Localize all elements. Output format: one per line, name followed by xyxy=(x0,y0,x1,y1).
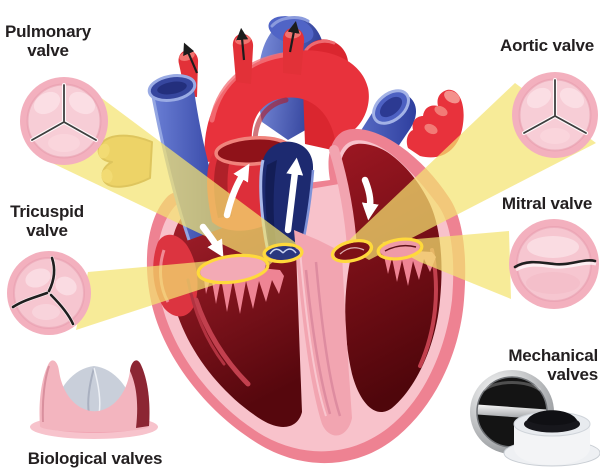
mitral-valve-callout-icon xyxy=(509,219,599,309)
outflow-arrow-icon xyxy=(183,42,199,74)
mechanical-valve-icon xyxy=(470,370,600,467)
tricuspid-valve-marker xyxy=(196,253,270,285)
outflow-arrow-icon xyxy=(236,27,249,61)
tricuspid-valve-callout-icon xyxy=(7,251,91,335)
pulmonary-veins xyxy=(406,89,464,158)
pulmonary-valve-callout-icon xyxy=(20,77,108,165)
label-mechanical-valves: Mechanical valves xyxy=(508,346,598,385)
beam-pulmonary xyxy=(50,82,296,266)
label-biological-valves: Biological valves xyxy=(27,449,163,468)
blood-flow-arrow-icon xyxy=(223,163,250,219)
label-aortic-valve: Aortic valve xyxy=(500,36,594,55)
mitral-valve-marker xyxy=(376,237,424,261)
label-tricuspid-valve: Tricuspid valve xyxy=(10,202,84,241)
aortic-valve-marker xyxy=(330,238,374,264)
blood-flow-arrow-icon xyxy=(361,176,379,221)
blood-flow-arrow-icon xyxy=(284,157,304,234)
flow-arrows xyxy=(183,20,379,258)
biological-valve-icon xyxy=(30,360,158,439)
outflow-arrow-icon xyxy=(287,20,300,53)
label-mitral-valve: Mitral valve xyxy=(501,194,593,213)
blood-flow-arrow-icon xyxy=(199,223,224,258)
pulmonary-valve-marker xyxy=(262,242,304,264)
aortic-valve-callout-icon xyxy=(512,72,598,158)
valve-markers xyxy=(196,237,424,285)
label-pulmonary-valve: Pulmonary valve xyxy=(4,22,92,61)
